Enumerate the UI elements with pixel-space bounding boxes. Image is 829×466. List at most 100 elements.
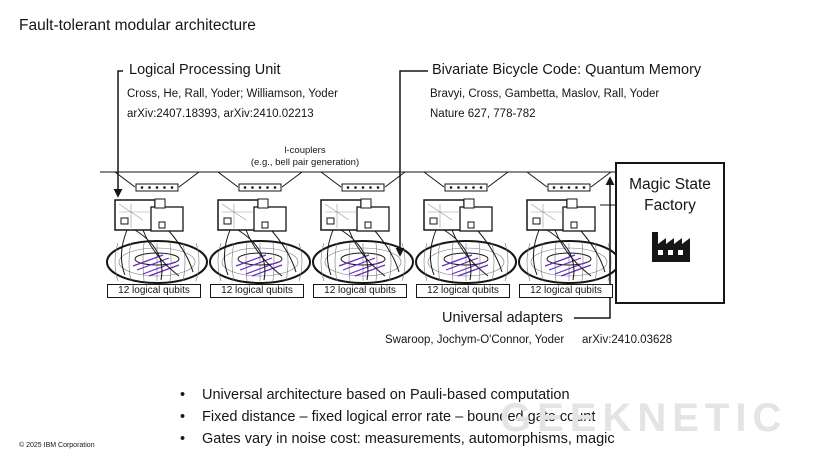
coupler-node [457,186,460,189]
chip-wiring [530,203,563,228]
torus-grid-line [504,242,509,282]
processor-chip-secondary [253,206,287,232]
adapters-authors: Swaroop, Jochym-O'Connor, Yoder [385,334,565,346]
couplers-label: l-couplers (e.g., bell pair generation) [240,145,370,169]
couplers-line1: l-couplers [284,145,326,156]
bb-arrow [395,70,428,257]
page-title: Fault-tolerant modular architecture [19,17,256,34]
chip-port [364,221,372,229]
chip-port [463,198,475,209]
torus-grid-line [491,242,495,282]
module-qubits-label-5: 12 logical qubits [519,284,613,298]
chip-wiring [118,203,151,228]
coupler-node [163,186,166,189]
chip-port [223,217,232,225]
coupler-node [575,186,578,189]
logical-qubit-region [132,254,180,277]
coupler-node [354,186,357,189]
coupler-node [346,186,350,189]
coupler-node [472,186,475,189]
module-qubits-label-3: 12 logical qubits [313,284,407,298]
magic-title-line2: Factory [644,197,696,214]
coupler-link [526,171,612,188]
coupler-node [582,186,586,189]
magic-title-line1: Magic State [629,176,711,193]
torus-grid-line [388,242,392,282]
chip-port [257,198,269,209]
processor-chip-secondary [459,206,493,232]
torus-grid-line [114,242,119,282]
coupler-node [464,186,468,189]
bullet-text: Fixed distance – fixed logical error rat… [202,409,596,425]
coupler-node [361,186,365,189]
magic-state-title: Magic State Factory [617,174,723,216]
coupler-node [140,186,144,189]
module-qubits-label-2: 12 logical qubits [210,284,304,298]
bb-refs: Nature 627, 778-782 [430,108,536,120]
torus-grid-line [217,242,222,282]
torus-grid-ring [118,247,196,277]
torus-grid-line [128,242,132,282]
chip-port [360,198,372,209]
processor-chip-secondary [356,206,390,232]
chip-torus-link [327,229,400,281]
chip-wiring [221,203,254,228]
torus-grid-line [169,242,172,282]
chip-torus-link [430,229,503,281]
torus-grid-ring [221,247,299,277]
bullet-item: •Gates vary in noise cost: measurements,… [180,431,615,447]
copyright: © 2025 IBM Corporation [19,442,95,449]
coupler-node [170,186,174,189]
torus-grid-line [423,242,428,282]
bullet-item: •Fixed distance – fixed logical error ra… [180,409,596,425]
chip-torus-link [121,229,194,281]
chip-port [467,221,475,229]
bb-heading: Bivariate Bicycle Code: Quantum Memory [432,62,702,78]
bullet-text: Universal architecture based on Pauli-ba… [202,387,570,403]
couplers-line2: (e.g., bell pair generation) [250,157,360,168]
torus-grid-line [334,242,338,282]
chip-port [158,221,166,229]
chip-torus-link [533,229,606,281]
lpu-heading: Logical Processing Unit [129,62,281,78]
adapters-ref: arXiv:2410.03628 [582,334,673,346]
coupler-node [266,186,269,189]
coupler-node [155,186,159,189]
adapters-heading: Universal adapters [442,310,563,326]
adapters-arrow [574,176,615,319]
lpu-authors: Cross, He, Rall, Yoder; Williamson, Yode… [127,88,338,100]
coupler-node [479,186,483,189]
factory-icon [652,232,690,262]
lpu-refs: arXiv:2407.18393, arXiv:2410.02213 [127,108,314,120]
torus-grid-line [298,242,303,282]
torus-grid-line [182,242,186,282]
chip-port [532,217,541,225]
torus-grid-line [581,242,584,282]
chip-port [120,217,129,225]
module-qubits-label-4: 12 logical qubits [416,284,510,298]
magic-state-factory: Magic State Factory [615,162,725,304]
torus-grid-line [437,242,441,282]
chip-wiring [324,203,357,228]
coupler-link [320,171,406,188]
coupler-node [560,186,563,189]
coupler-node [273,186,277,189]
coupler-node [243,186,247,189]
chip-port [261,221,269,229]
watermark: GEEKNETIC [500,396,788,440]
torus-grid-line [401,242,406,282]
logical-qubit-region [235,254,283,277]
torus-grid-ring [324,247,402,277]
coupler-node [369,186,372,189]
processor-chip-secondary [562,206,596,232]
bullet-list: •Universal architecture based on Pauli-b… [180,384,615,450]
torus-grid-line [285,242,289,282]
processor-chip-secondary [150,206,184,232]
torus-grid-line [272,242,275,282]
coupler-node [148,186,151,189]
coupler-node [567,186,571,189]
chip-port [154,198,166,209]
chip-wiring [427,203,460,228]
chip-port [326,217,335,225]
